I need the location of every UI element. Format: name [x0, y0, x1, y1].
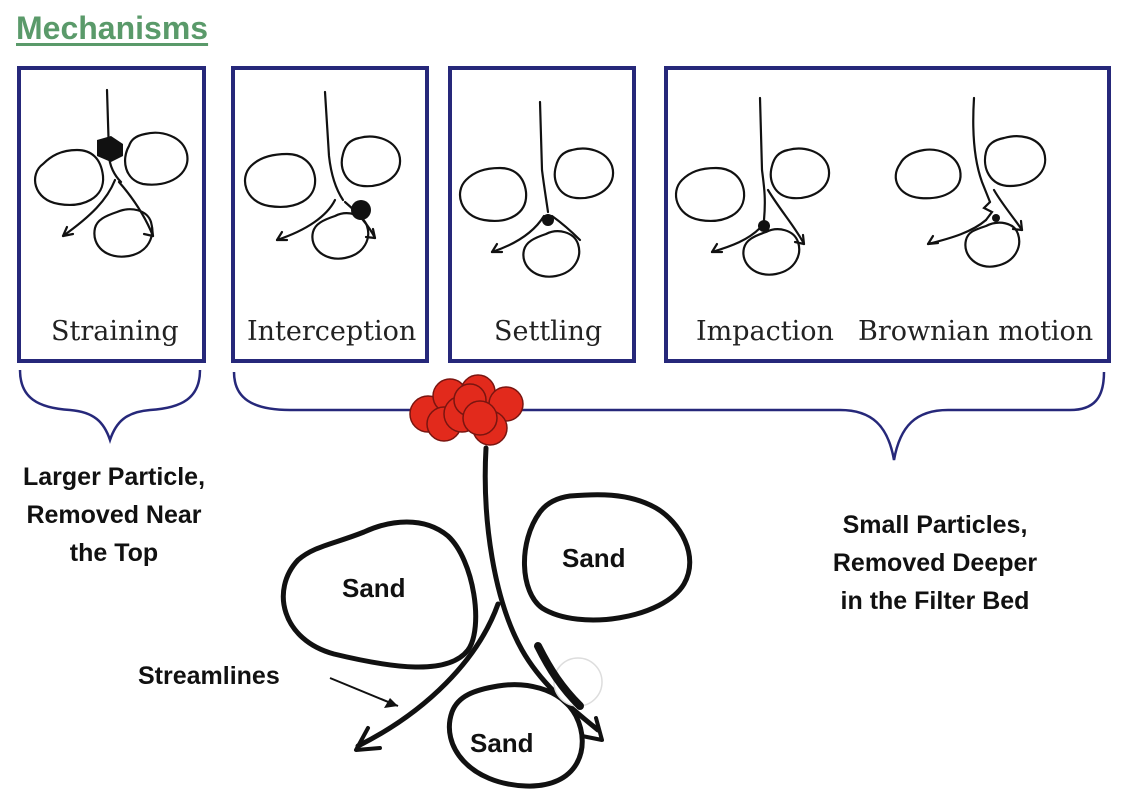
- callout-larger-line-2: Removed Near: [26, 501, 202, 529]
- particle-cluster: [409, 374, 524, 446]
- panel-settling: Settling: [448, 66, 636, 363]
- streamlines-pointer: [329, 677, 399, 707]
- panel-straining: Straining: [17, 66, 206, 363]
- mechanism-label-straining: Straining: [51, 316, 179, 347]
- sand-label-right: Sand: [562, 543, 626, 573]
- mechanism-label-settling: Settling: [494, 316, 603, 347]
- panel-impaction-brownian: Impaction Brownian motion: [664, 66, 1111, 363]
- panel-interception: Interception: [231, 66, 429, 363]
- impaction-brownian-sketch: [674, 96, 1047, 276]
- straining-sketch: [34, 88, 189, 258]
- right-brace: [232, 371, 1106, 461]
- interception-sketch: [243, 90, 402, 260]
- streamlines-label: Streamlines: [138, 662, 280, 690]
- callout-small-line-2: Removed Deeper: [832, 549, 1038, 577]
- sand-grain-left: [280, 519, 479, 670]
- callout-small-particles: Small Particles, Removed Deeper in the F…: [790, 506, 1080, 620]
- streamline-center-arrowhead: [580, 716, 604, 742]
- left-brace: [18, 369, 202, 444]
- callout-larger-particle: Larger Particle, Removed Near the Top: [0, 458, 228, 572]
- callout-larger-line-3: the Top: [69, 539, 159, 567]
- page-title: Mechanisms: [16, 10, 209, 46]
- sand-label-bottom: Sand: [470, 728, 534, 758]
- callout-small-line-3: in the Filter Bed: [840, 587, 1030, 615]
- streamlines-pointer-head: [384, 698, 398, 708]
- callout-larger-line-1: Larger Particle,: [22, 463, 206, 491]
- sand-label-left: Sand: [342, 573, 406, 603]
- sand-grain-bottom: [446, 682, 585, 789]
- mechanism-label-brownian-motion: Brownian motion: [858, 316, 1094, 347]
- settling-sketch: [458, 100, 615, 278]
- callout-small-line-1: Small Particles,: [842, 511, 1028, 539]
- streamline-left: [355, 601, 501, 749]
- streamline-left-arrowhead: [354, 726, 382, 752]
- streamline-thick-segment: [534, 642, 584, 710]
- mechanism-label-impaction: Impaction: [696, 316, 834, 347]
- mechanism-label-interception: Interception: [247, 316, 417, 347]
- sand-grain-right: [522, 492, 693, 623]
